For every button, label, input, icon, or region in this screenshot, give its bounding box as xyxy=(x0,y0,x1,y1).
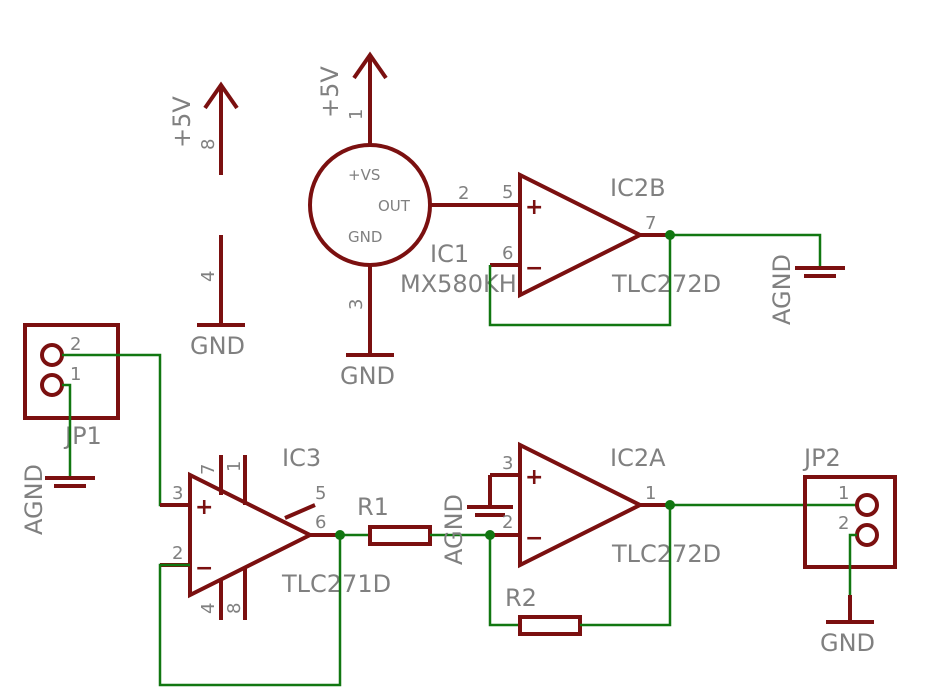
ic1-pin-1: 1 xyxy=(346,109,367,120)
ic2b-minus: − xyxy=(525,256,543,281)
ic3-opamp: + − 3 2 7 1 5 6 4 8 IC3 TLC271D xyxy=(158,444,391,687)
supply-vcc-label: +5V xyxy=(168,96,196,148)
ic2b-pin-6: 6 xyxy=(502,243,513,264)
jp1-pad-2 xyxy=(40,343,64,367)
ic3-name: IC3 xyxy=(282,444,321,472)
supply-vcc-arrow xyxy=(203,81,239,110)
ic2a-pin-1: 1 xyxy=(645,483,656,504)
supply-pin-8: 8 xyxy=(198,139,219,150)
ic1-pin-3: 3 xyxy=(346,299,367,310)
ic3-value: TLC271D xyxy=(281,570,391,598)
r2-right-wire xyxy=(580,505,672,627)
supply-pins: +5V 8 4 GND xyxy=(168,81,245,360)
ic1-value: MX580KH xyxy=(400,270,517,298)
ic3-pin-4: 4 xyxy=(198,603,219,614)
r2-body xyxy=(518,615,582,636)
ic1-pin-out-label: OUT xyxy=(378,197,411,215)
jp2-pad-2 xyxy=(855,523,879,547)
jp2-pin-2: 2 xyxy=(838,513,849,534)
jp2-connector: 1 2 JP2 GND xyxy=(670,444,897,657)
jp2-gnd-label: GND xyxy=(820,629,875,657)
jp2-name: JP2 xyxy=(802,444,841,472)
ic3-minus: − xyxy=(195,556,213,581)
ic2b-opamp: + − 5 6 7 IC2B TLC272D AGND xyxy=(488,171,845,327)
ic2a-name: IC2A xyxy=(610,444,666,472)
ic2b-value: TLC272D xyxy=(611,270,721,298)
ic3-pin-6: 6 xyxy=(315,512,326,533)
ic2b-feedback-wire xyxy=(488,235,672,327)
jp1-gnd-wire xyxy=(62,383,72,476)
ic2a-minus: − xyxy=(525,526,543,551)
jp1-agnd-label: AGND xyxy=(20,464,48,535)
ic1-vcc-label: +5V xyxy=(316,66,344,118)
jp1-pin-1: 1 xyxy=(70,364,81,385)
ic2a-pin-2: 2 xyxy=(502,512,513,533)
ic2a-plus: + xyxy=(525,465,543,490)
ic2b-triangle xyxy=(518,171,645,299)
ic3-pin-3: 3 xyxy=(172,483,183,504)
r1-name: R1 xyxy=(357,493,389,521)
ic3-triangle xyxy=(188,471,315,599)
jp1-connector: 2 1 JP1 AGND xyxy=(20,323,190,535)
jp2-gnd-wire xyxy=(848,533,857,595)
ic3-feedback-wire xyxy=(158,535,342,687)
r2-resistor: R2 xyxy=(488,505,672,636)
ic2b-out-wire xyxy=(670,233,822,266)
jp2-pad-1 xyxy=(855,493,879,517)
ic3-pin-7: 7 xyxy=(198,464,219,475)
ic2a-triangle xyxy=(518,441,645,569)
jp1-pin-2: 2 xyxy=(70,334,81,355)
ic1-name: IC1 xyxy=(430,240,469,268)
ic2a-value: TLC272D xyxy=(611,540,721,568)
ic2b-name: IC2B xyxy=(610,174,666,202)
ic3-pin-8: 8 xyxy=(224,603,245,614)
ic2b-pin-5: 5 xyxy=(502,182,513,203)
ic1-pin-vs-label: +VS xyxy=(348,166,380,184)
ic1-gnd-label: GND xyxy=(340,362,395,390)
ic2a-pin-3: 3 xyxy=(502,453,513,474)
ic3-pin-2: 2 xyxy=(172,543,183,564)
ic1-sensor: +5V 1 +VS OUT GND 2 3 GND IC1 MX580KH xyxy=(308,51,520,390)
ic1-body xyxy=(308,143,432,267)
r1-resistor: R1 xyxy=(340,493,490,546)
r1-body xyxy=(368,525,432,546)
supply-pin-4: 4 xyxy=(198,271,219,282)
ic2a-opamp: + − AGND 3 2 1 IC2A TLC272D xyxy=(440,441,721,569)
r2-name: R2 xyxy=(505,584,537,612)
supply-gnd-label: GND xyxy=(190,332,245,360)
ic1-pin-gnd-label: GND xyxy=(348,228,382,246)
ic2b-pin-7: 7 xyxy=(645,213,656,234)
ic2a-agnd-label: AGND xyxy=(440,494,468,565)
ic3-pin-1: 1 xyxy=(224,461,245,472)
ic3-pin5-line xyxy=(284,503,316,520)
ic2b-plus: + xyxy=(525,195,543,220)
ic3-pin-5: 5 xyxy=(315,483,326,504)
ic3-plus: + xyxy=(195,495,213,520)
ic1-pin-2: 2 xyxy=(458,183,469,204)
jp2-pin-1: 1 xyxy=(838,483,849,504)
ic2b-agnd-label: AGND xyxy=(768,254,796,325)
jp1-pad-1 xyxy=(40,373,64,397)
ic2b-out-junction xyxy=(665,230,675,240)
jp1-body xyxy=(23,323,120,420)
ic1-vcc-arrow xyxy=(352,51,388,80)
r2-left-wire xyxy=(488,535,520,627)
